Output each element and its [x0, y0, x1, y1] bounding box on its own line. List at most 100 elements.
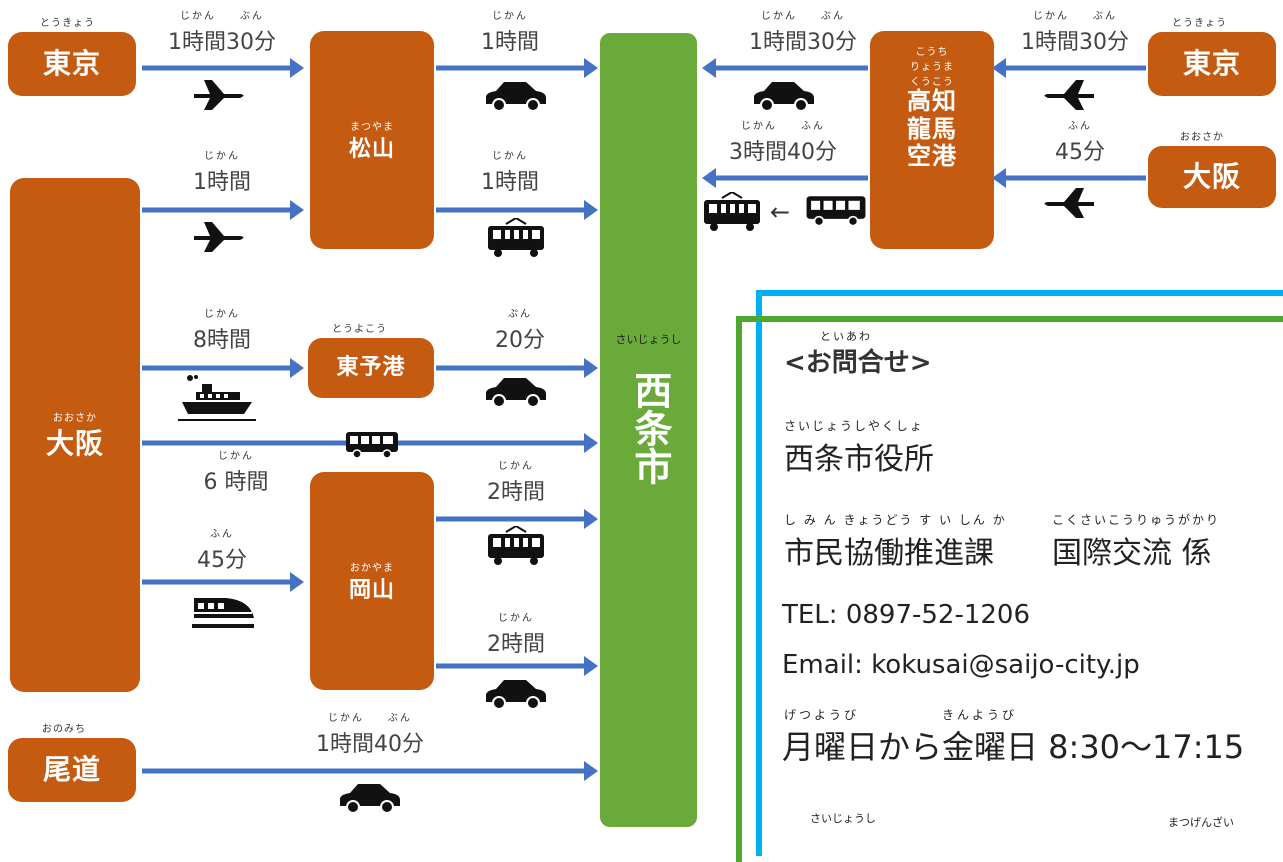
time-ruby: じかん [204, 151, 240, 162]
osaka-right-label: 大阪 [1182, 159, 1241, 193]
bus-icon [346, 432, 398, 459]
saijo-ruby: さいじょうし [615, 333, 682, 346]
car-icon [486, 378, 546, 408]
time-ruby: じかん [498, 613, 534, 624]
contact-heading: <お問合せ> [784, 348, 932, 378]
ship-icon [178, 375, 256, 421]
osaka-left-box: おおさか 大阪 [10, 178, 140, 692]
time-ruby: じかん ぶん [1033, 11, 1117, 22]
office-name: 西条市役所 [784, 442, 934, 477]
time-tokyo-matsuyama: じかん ぶん 1時間30分 [160, 10, 284, 56]
time-ruby: じかん [204, 309, 240, 320]
airplane-icon [194, 80, 244, 110]
toyoko-box: 東予港 [308, 338, 434, 398]
okayama-box: おかやま 岡山 [310, 472, 434, 690]
tokyo-right-box: 東京 [1148, 32, 1276, 96]
time-okayama-saijo-car: じかん 2時間 [466, 612, 566, 658]
time-ruby: ぷん [508, 309, 532, 320]
tokyo-left-box: 東京 [8, 32, 136, 96]
time-value: 2時間 [487, 480, 545, 505]
time-value: 20分 [495, 328, 545, 353]
kochi-line-1: 高知 [907, 87, 957, 115]
time-ruby: じかん ぶん [328, 713, 412, 724]
kochi-airport-box: こうち りょうま くうこう 高知 龍馬 空港 [870, 31, 994, 249]
matsuyama-label: 松山 [348, 136, 395, 162]
osaka-right-box: 大阪 [1148, 146, 1276, 208]
transfer-arrow: ← [770, 198, 791, 226]
time-osaka-matsuyama: じかん 1時間 [172, 150, 272, 196]
dept-ruby: し み ん きょうどう す い しん か [784, 513, 1007, 527]
time-value: 1時間 [481, 170, 539, 195]
office-ruby: さいじょうしやくしょ [784, 419, 924, 433]
footer-ruby-1: さいじょうし [810, 812, 876, 825]
time-osaka-saijo-bus: じかん 6 時間 [186, 450, 286, 496]
saijo-city-column: さいじょうし 西条市 [600, 33, 697, 827]
time-value: 45分 [197, 548, 247, 573]
time-ruby: ふん [1068, 121, 1092, 132]
train-icon [704, 192, 760, 231]
office-block: さいじょうしやくしょ 西条市役所 [784, 418, 934, 478]
train-icon [488, 218, 544, 257]
time-value: 6 時間 [203, 470, 269, 495]
contact-frame-green [736, 316, 1283, 862]
hours-ruby-1: げつようび [784, 708, 860, 722]
onomichi-ruby: おのみち [42, 724, 86, 735]
shinkansen-icon [192, 598, 254, 628]
car-icon [340, 784, 400, 814]
time-ruby: じかん ふん [741, 121, 825, 132]
car-icon [486, 680, 546, 710]
time-value: 1時間40分 [316, 732, 424, 757]
time-osaka-toyoko: じかん 8時間 [172, 308, 272, 354]
time-ruby: じかん [218, 451, 254, 462]
time-onomichi-saijo: じかん ぶん 1時間40分 [300, 712, 440, 758]
contact-email[interactable]: Email: kokusai@saijo-city.jp [782, 650, 1140, 680]
time-value: 1時間30分 [749, 30, 857, 55]
time-value: 3時間40分 [729, 140, 837, 165]
time-ruby: じかん ぶん [761, 11, 845, 22]
car-icon [486, 82, 546, 112]
kochi-line-2: 龍馬 [907, 114, 957, 143]
kochi-ruby-1: こうち [915, 47, 949, 58]
section-block: こくさいこうりゅうがかり 国際交流 係 [1052, 512, 1220, 572]
tokyo-left-ruby: とうきょう [40, 18, 95, 29]
time-value: 1時間30分 [1021, 30, 1129, 55]
time-okayama-saijo-train: じかん 2時間 [466, 460, 566, 506]
time-osaka-kochi: ふん 45分 [1030, 120, 1130, 166]
time-kochi-saijo-car: じかん ぶん 1時間30分 [736, 10, 870, 56]
section-ruby: こくさいこうりゅうがかり [1052, 513, 1221, 527]
time-ruby: じかん [498, 461, 534, 472]
tokyo-right-ruby: とうきょう [1172, 18, 1227, 29]
osaka-left-ruby: おおさか [53, 413, 97, 425]
contact-tel: TEL: 0897-52-1206 [782, 600, 1031, 630]
toyoko-label: 東予港 [336, 355, 406, 381]
okayama-label: 岡山 [348, 577, 395, 603]
time-value: 8時間 [193, 328, 251, 353]
footer-ruby-2: まつげんざい [1168, 816, 1234, 829]
time-ruby: じかん [492, 11, 528, 22]
time-value: 45分 [1055, 140, 1105, 165]
time-ruby: じかん ぶん [180, 11, 264, 22]
kochi-line-3: 空港 [907, 142, 957, 171]
dept-block: し み ん きょうどう す い しん か 市民協働推進課 [784, 512, 1007, 572]
tokyo-left-label: 東京 [42, 46, 101, 80]
time-matsuyama-saijo-train: じかん 1時間 [460, 150, 560, 196]
toyoko-ruby: とうよこう [332, 324, 387, 335]
section-name: 国際交流 係 [1052, 536, 1212, 571]
car-icon [754, 82, 814, 112]
dept-name: 市民協働推進課 [784, 536, 994, 571]
airplane-icon [194, 222, 244, 252]
contact-frame-blue [756, 290, 1283, 856]
tokyo-right-label: 東京 [1182, 46, 1241, 80]
airplane-icon [1044, 188, 1094, 218]
time-value: 1時間 [193, 170, 251, 195]
time-matsuyama-saijo-car: じかん 1時間 [460, 10, 560, 56]
time-value: 1時間 [481, 30, 539, 55]
time-value: 2時間 [487, 632, 545, 657]
kochi-ruby-3: くうこう [910, 77, 954, 88]
onomichi-box: 尾道 [8, 738, 136, 802]
saijo-label: 西条市 [627, 371, 672, 485]
airplane-icon [1044, 80, 1094, 110]
time-value: 1時間30分 [168, 30, 276, 55]
matsuyama-ruby: まつやま [350, 121, 394, 133]
hours-ruby-2: きんようび [942, 708, 1018, 722]
